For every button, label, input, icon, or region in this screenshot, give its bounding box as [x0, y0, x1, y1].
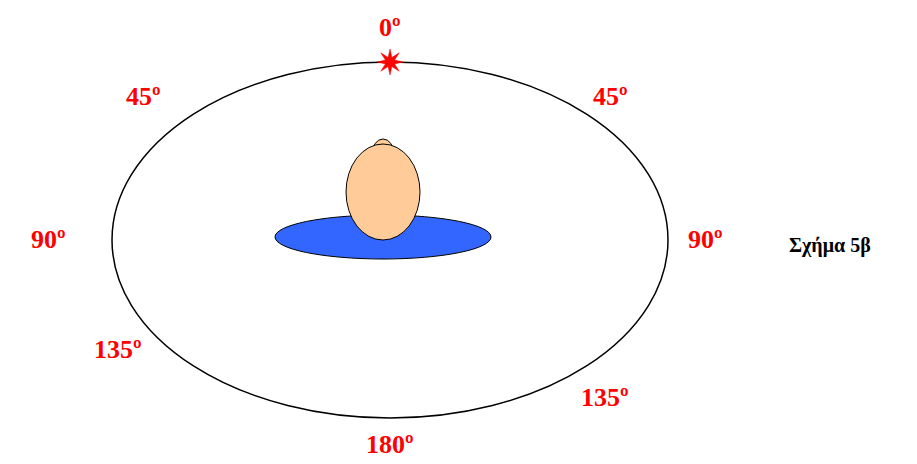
- angle-label: 135º: [94, 336, 142, 365]
- figure-caption: Σχήμα 5β: [789, 234, 871, 256]
- circle-path: [112, 62, 668, 418]
- angle-label: 45º: [593, 83, 628, 112]
- sound-source: [377, 49, 403, 75]
- angle-label: 180º: [366, 431, 414, 460]
- angle-label: 45º: [126, 83, 161, 112]
- angle-label: 0º: [379, 14, 401, 43]
- head: [346, 144, 420, 240]
- angle-label: 90º: [688, 226, 723, 255]
- angle-label: 135º: [581, 384, 629, 413]
- angle-label: 90º: [31, 226, 66, 255]
